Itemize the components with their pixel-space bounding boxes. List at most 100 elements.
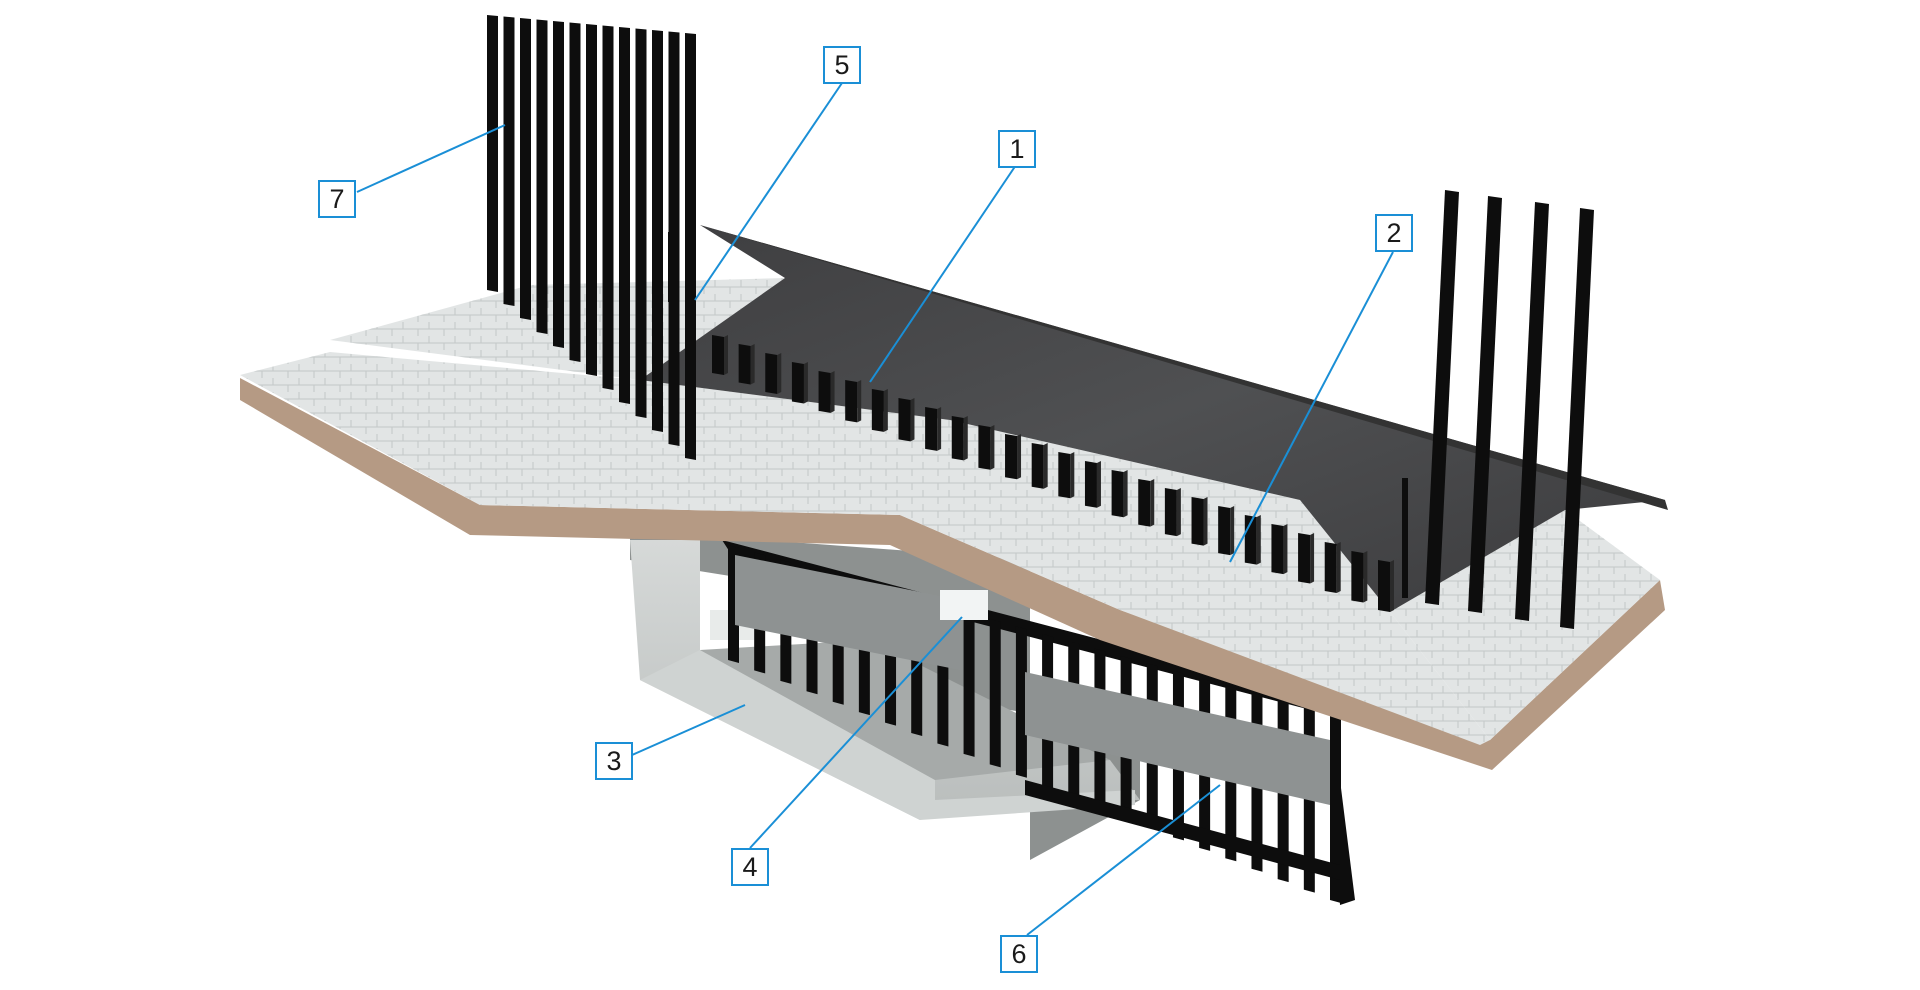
surface-bollard-side [750,344,755,385]
drive-housings [735,555,1330,805]
left-barrier-bar [685,33,696,460]
right-barrier-bar [1468,196,1502,613]
surface-bollard-side [963,416,968,461]
callout-7-label: 7 [329,183,345,214]
surface-bollard [845,380,858,423]
under-bar [989,618,1001,768]
surface-bollard [1271,524,1284,575]
surface-bollard [1351,551,1364,603]
under-bar [1330,715,1341,903]
under-bar [1015,626,1027,778]
surface-bollard-row [712,335,1394,612]
surface-bollard [1111,470,1124,518]
left-barrier-bar [619,27,630,404]
surface-bollard [1058,452,1071,499]
surface-bollard-side [1123,470,1128,518]
right-barrier-bar [1425,190,1459,605]
surface-bollard [1298,533,1311,584]
callout-3: 3 [595,742,633,780]
surface-bollard [1218,506,1231,556]
leader-lines [356,82,1394,936]
surface-bollard-side [777,353,782,394]
surface-bollard-side [857,380,862,423]
surface-bollard [1164,488,1177,537]
surface-bollard [1031,443,1044,489]
surface-bollard [898,398,911,442]
leader-line-2 [1229,251,1394,563]
under-bottom-rail [1025,780,1340,880]
surface-bollard-side [1043,443,1048,489]
surface-bollard [871,389,884,432]
callout-6: 6 [1000,935,1038,973]
surface-bollard-side [1390,560,1394,612]
callout-4-label: 4 [742,851,758,882]
left-barrier-bar [536,19,548,334]
right-barrier-post [1402,478,1408,598]
left-barrier-bar [487,15,498,292]
surface-bollard [738,344,751,385]
leader-line-4 [749,616,963,849]
callout-1-label: 1 [1009,133,1025,164]
surface-bollard [1084,461,1097,508]
left-barrier-post [668,232,676,302]
right-barrier-bar [1560,208,1594,629]
surface-bollard [951,416,964,461]
left-barrier-bar [569,22,581,362]
surface-bollard-side [1150,479,1155,527]
surface-bollard-side [1363,551,1368,603]
surface-bollard-side [1256,515,1261,565]
surface-bollard-side [910,398,915,442]
left-gate-barrier [487,15,696,460]
leader-line-3 [631,704,746,756]
surface-bollard-side [1203,497,1208,546]
left-barrier-bar [586,24,597,376]
left-barrier-bar [602,25,614,390]
surface-bollard-side [1230,506,1235,556]
left-barrier-bar [652,30,663,432]
under-bar [963,611,975,757]
callout-2: 2 [1375,214,1413,252]
surface-bollard [925,407,938,451]
left-barrier-bar [553,21,564,348]
callout-5: 5 [823,46,861,84]
callout-7: 7 [318,180,356,218]
surface-bollard [1324,542,1337,594]
surface-bollard [818,371,831,413]
left-barrier-bar [503,16,515,306]
leader-line-7 [356,124,506,193]
surface-bollard-side [1017,434,1022,480]
surface-bollard-side [803,362,808,404]
surface-bollard [765,353,778,394]
leader-line-6 [1026,784,1221,936]
surface-bollard-side [1096,461,1101,508]
callout-2-label: 2 [1386,217,1402,248]
left-barrier-bar [635,28,647,418]
callout-1: 1 [998,130,1036,168]
surface-bollard [712,335,724,375]
surface-bollard [791,362,804,404]
surface-bollard-side [883,389,888,432]
surface-bollard [1378,560,1390,612]
surface-bollard-side [1310,533,1315,584]
left-barrier-bar [520,18,531,320]
surface-bollard [1191,497,1204,546]
surface-bollard-side [990,425,995,470]
leader-line-1 [869,164,1017,383]
surface-bollard-side [830,371,835,413]
callout-6-label: 6 [1011,938,1027,969]
callout-3-label: 3 [606,745,622,776]
right-barrier-bar [1515,202,1549,621]
surface-bollard [1138,479,1151,527]
surface-bollard [1005,434,1018,480]
leader-line-5 [694,82,843,301]
callout-4: 4 [731,848,769,886]
surface-bollard-side [1283,524,1288,575]
surface-bollard-side [1176,488,1181,537]
right-gate-barrier [1402,190,1594,629]
surface-bollard [978,425,991,470]
callout-5-label: 5 [834,49,850,80]
surface-bollard-side [1070,452,1075,499]
surface-bollard-side [1336,542,1341,594]
surface-bollard-side [724,335,728,375]
